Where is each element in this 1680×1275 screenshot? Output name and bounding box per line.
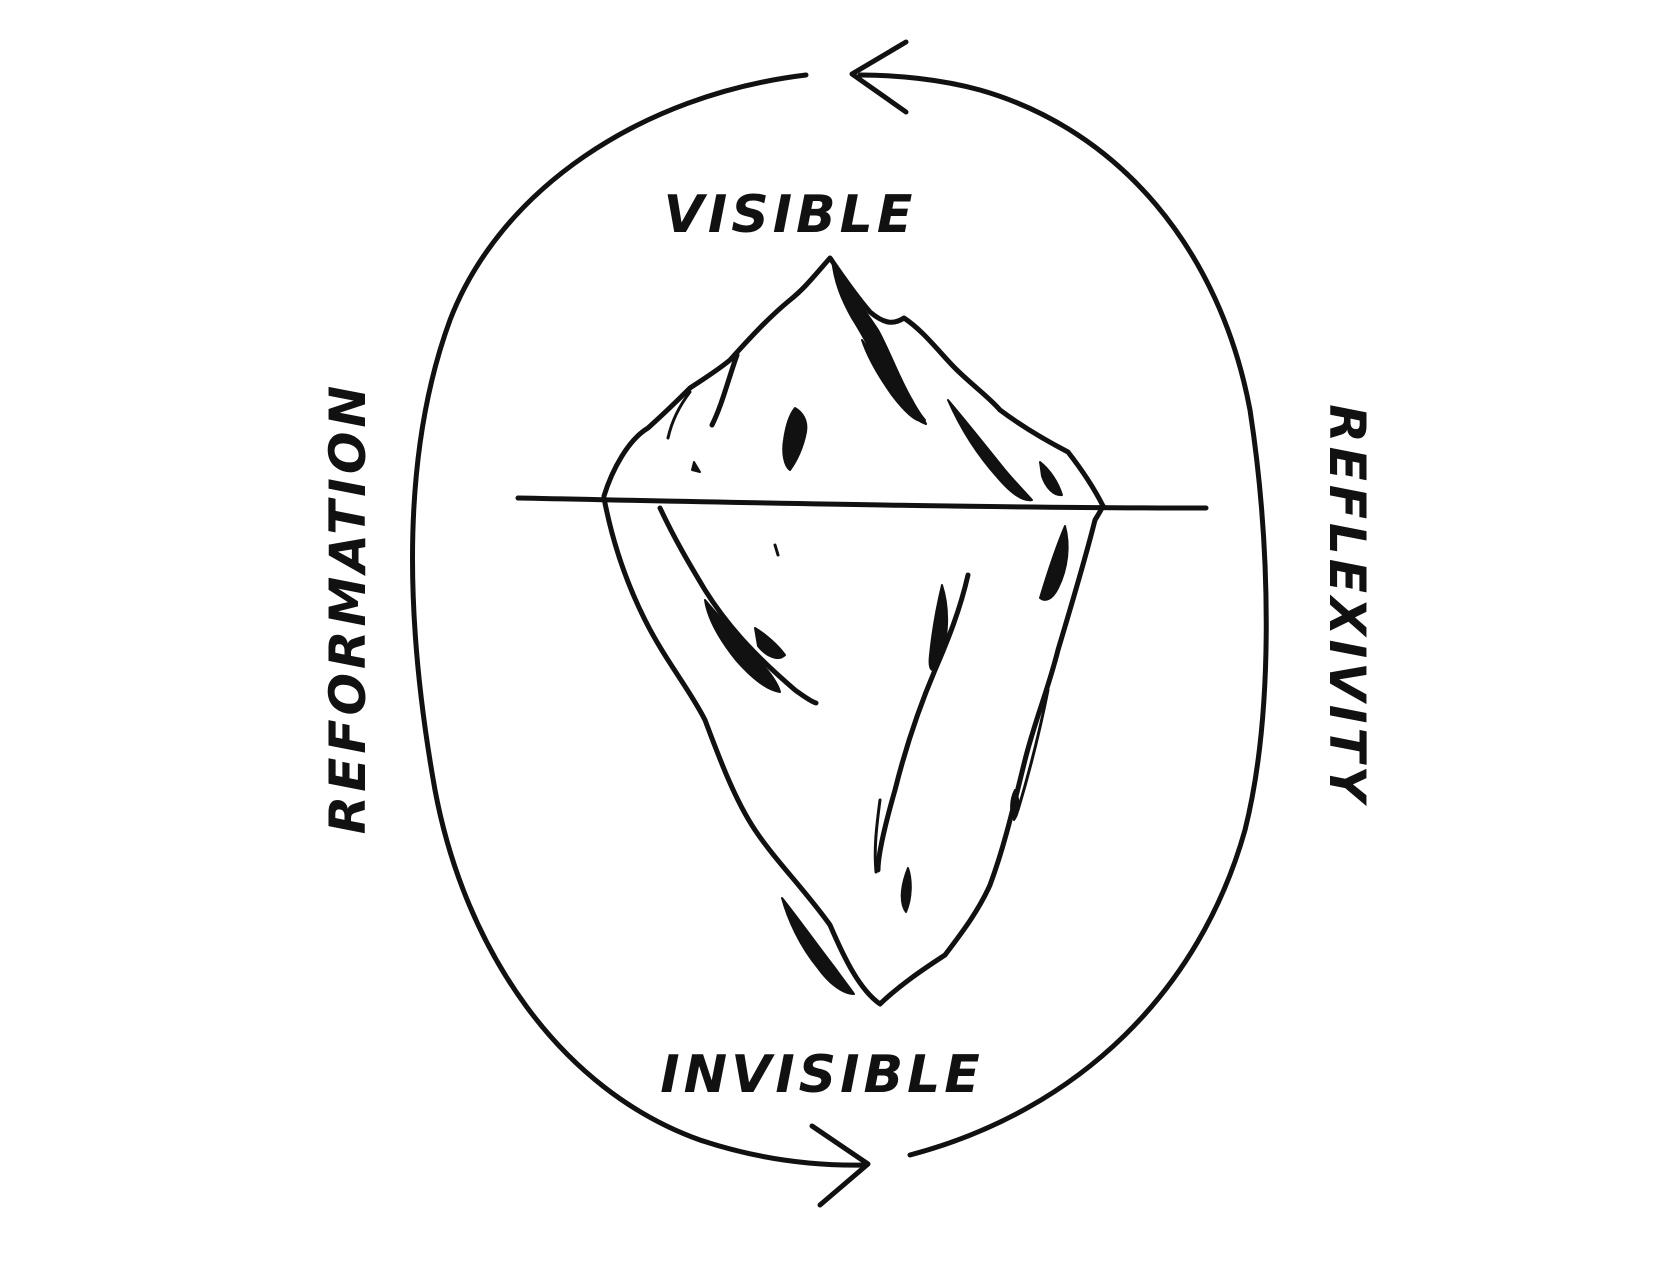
iceberg-icon xyxy=(515,255,1209,1007)
label-visible: VISIBLE xyxy=(664,185,917,245)
cycle-arc-left xyxy=(410,72,868,1168)
label-invisible: INVISIBLE xyxy=(660,1045,984,1105)
arrow-right-icon xyxy=(809,1123,871,1208)
cycle-arc-right xyxy=(857,72,1269,1158)
label-reflexivity: REFLEXIVITY xyxy=(1318,404,1376,806)
arrow-left-icon xyxy=(849,39,909,115)
water-line xyxy=(515,495,1209,511)
label-reformation: REFORMATION xyxy=(319,382,377,835)
